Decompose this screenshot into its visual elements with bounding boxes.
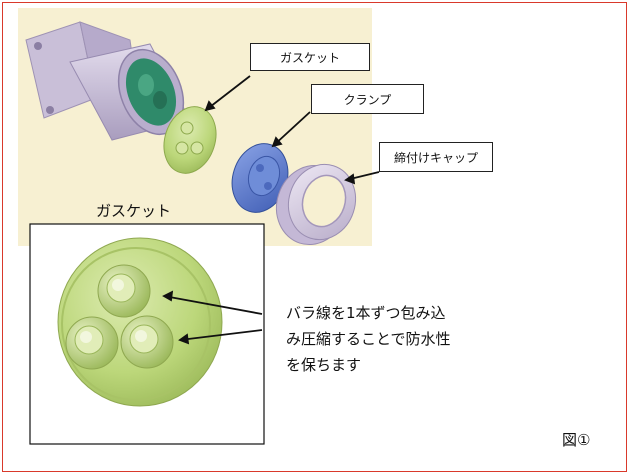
figure-label: 図① [562, 431, 591, 449]
connector-body [25, 21, 191, 141]
mounting-hole [46, 106, 54, 114]
arrow-to-boss-top [163, 295, 263, 315]
gasket-detail-title: ガスケット [96, 202, 172, 220]
wire-boss [97, 264, 151, 318]
gasket-exploded [163, 106, 217, 174]
arrow-to-clamp [272, 111, 311, 147]
tightening-cap-callout: 締付けキャップ [379, 142, 493, 172]
description-line: バラ線を1本ずつ包み込 [286, 304, 446, 322]
description-line: を保ちます [286, 356, 362, 374]
arrow-to-gasket [205, 75, 251, 111]
arrow-to-boss-right [179, 329, 263, 341]
wire-boss [65, 316, 119, 370]
gasket-description: バラ線を1本ずつ包み込 み圧縮することで防水性 を保ちます [286, 300, 516, 378]
gasket-callout: ガスケット [250, 43, 370, 71]
description-line: み圧縮することで防水性 [286, 330, 451, 348]
wire-boss [120, 315, 174, 369]
tightening-cap-part [275, 163, 357, 246]
gasket-detail-illustration [57, 237, 223, 407]
figure-frame [2, 2, 627, 472]
mounting-hole [34, 42, 42, 50]
clamp-callout: クランプ [311, 84, 424, 114]
